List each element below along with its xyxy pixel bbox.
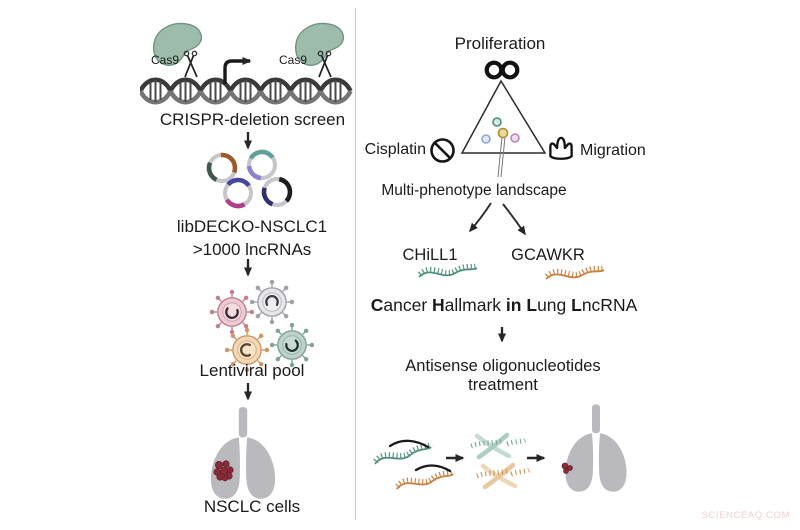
phenotype-dot-pink xyxy=(510,133,520,143)
proliferation-label: Proliferation xyxy=(454,34,546,53)
acronym-text: ncRNA xyxy=(581,295,638,315)
phenotype-dot-teal xyxy=(492,117,502,127)
rna-squiggle-icon xyxy=(544,263,606,285)
right-arrow-icon xyxy=(446,454,465,462)
virus-particle-icon xyxy=(269,322,315,368)
down-arrow-icon xyxy=(498,327,506,343)
plasmid-ring-icon xyxy=(206,152,238,184)
acronym-text: allmark xyxy=(444,295,506,315)
plasmid-ring-icon xyxy=(222,177,254,209)
cas9-label: Cas9 xyxy=(150,53,179,67)
down-arrow-icon xyxy=(244,383,252,401)
lncrna1-label: CHiLL1 xyxy=(402,246,458,264)
lungs-icon xyxy=(565,404,627,492)
migration-label: Migration xyxy=(580,142,646,159)
hallmark-acronym-line: Cancer Hallmark in Lung LncRNA xyxy=(358,295,650,315)
acronym-text: ung xyxy=(537,295,572,315)
infinity-icon xyxy=(484,60,520,80)
virus-particle-icon xyxy=(209,289,255,335)
aso-treatment-label: Antisense oligonucleotides treatment xyxy=(379,357,627,395)
acronym-letter: C xyxy=(370,295,384,315)
acronym-letter: L xyxy=(571,295,582,315)
right-arrow-icon xyxy=(527,454,546,462)
plasmid-ring-icon xyxy=(261,176,293,208)
down-arrow-icon xyxy=(244,259,252,277)
aso-line1: Antisense oligonucleotides xyxy=(405,357,601,375)
acronym-text: ancer xyxy=(383,295,433,315)
acronym-letter: H xyxy=(432,295,445,315)
virus-particle-icon xyxy=(224,327,270,373)
landscape-label: Multi-phenotype landscape xyxy=(381,182,567,199)
cas9-blob-icon xyxy=(295,22,345,66)
lncrna2-label: GCAWKR xyxy=(511,246,585,264)
rna-squiggle-icon xyxy=(417,261,479,283)
aso-line2: treatment xyxy=(468,376,538,394)
nsclc-cells-label: NSCLC cells xyxy=(203,497,301,516)
triangle-landscape-icon xyxy=(460,79,547,178)
lungs-icon xyxy=(210,407,276,499)
phenotype-dot-blue xyxy=(481,134,491,144)
acronym-letter: L xyxy=(526,295,538,315)
tumor-icon xyxy=(213,460,234,482)
panel-divider xyxy=(355,8,356,520)
cisplatin-label: Cisplatin xyxy=(364,141,426,158)
crispr-screen-label: CRISPR-deletion screen xyxy=(159,110,346,129)
down-arrow-icon xyxy=(244,132,252,150)
lentiviral-pool-label: Lentiviral pool xyxy=(199,361,305,380)
library-name-label: libDECKO-NSCLC1 xyxy=(176,217,328,236)
crown-migration-icon xyxy=(549,136,573,160)
transcription-start-arrow-icon xyxy=(223,57,252,84)
virus-particle-icon xyxy=(249,279,295,325)
cas9-label: Cas9 xyxy=(278,53,307,67)
aso-strands-icon xyxy=(372,439,458,494)
plasmid-ring-icon xyxy=(246,149,278,181)
prohibition-icon xyxy=(430,138,455,163)
watermark-text: SCIENCEAQ.COM xyxy=(701,510,790,521)
library-size-label: >1000 lncRNAs xyxy=(192,240,312,259)
acronym-letter: in xyxy=(505,295,522,315)
tumor-icon xyxy=(561,462,573,474)
phenotype-dot-yellow xyxy=(497,127,509,139)
branch-arrows-icon xyxy=(469,202,526,236)
degraded-rna-icon xyxy=(470,432,531,490)
cas9-blob-icon xyxy=(153,22,203,66)
